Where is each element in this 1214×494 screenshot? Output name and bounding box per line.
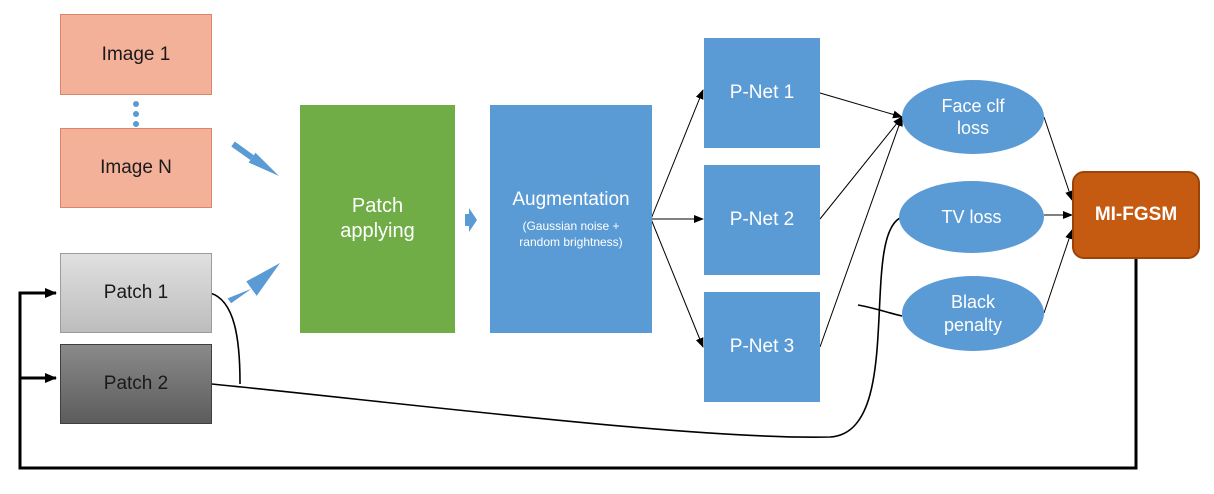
patch-1-label: Patch 1 [103, 282, 169, 304]
tv-loss-ellipse: TV loss [899, 181, 1044, 253]
augmentation-box: Augmentation (Gaussian noise + random br… [490, 105, 652, 333]
black-penalty-ellipse: Black penalty [902, 276, 1044, 351]
augmentation-title: Augmentation [512, 188, 630, 210]
patches-to-tv-loss-curve [211, 217, 901, 438]
face-clf-loss-line1: Face clf [941, 95, 1005, 116]
pnet-2-box: P-Net 2 [704, 165, 820, 275]
pnet-1-box: P-Net 1 [704, 38, 820, 148]
ellipsis-dots [133, 101, 139, 127]
black-to-mifgsm-arrow [1043, 229, 1073, 314]
patch-2-label: Patch 2 [103, 373, 169, 395]
patch-applying-label-line2: applying [340, 220, 415, 242]
pnet2-to-face-clf-arrow [819, 116, 903, 220]
face-clf-to-mifgsm-arrow [1043, 116, 1073, 201]
face-clf-loss-ellipse: Face clf loss [902, 80, 1044, 154]
black-penalty-line2: penalty [943, 314, 1003, 335]
patch1-to-patch-applying-arrow [227, 263, 280, 304]
pnet3-to-face-clf-arrow [819, 116, 903, 348]
feedback-loop-line [18, 259, 1138, 470]
patch1-to-black-penalty-curve [209, 292, 241, 384]
patch-2-box: Patch 2 [60, 344, 212, 424]
patches-to-black-penalty-curve [857, 304, 903, 317]
black-penalty-line1: Black [950, 292, 995, 312]
augmentation-detail-line1: (Gaussian noise + [522, 218, 620, 233]
images-to-patch-arrow [231, 141, 279, 176]
mi-fgsm-box: MI-FGSM [1072, 171, 1200, 259]
patch-1-box: Patch 1 [60, 253, 212, 333]
augmentation-detail: (Gaussian noise + random brightness) [519, 218, 622, 250]
tv-loss-label: TV loss [941, 206, 1002, 227]
pnet1-to-face-clf-arrow [819, 92, 903, 119]
image-n-box: Image N [60, 128, 212, 208]
pnet-3-box: P-Net 3 [704, 292, 820, 402]
image-n-label: Image N [100, 157, 172, 179]
patch-applying-to-augmentation-arrow [465, 208, 477, 232]
face-clf-loss-line2: loss [956, 118, 989, 138]
patch-applying-label-line1: Patch [351, 195, 404, 217]
pnet-3-label: P-Net 3 [729, 336, 795, 358]
image-1-box: Image 1 [60, 14, 212, 95]
image-1-label: Image 1 [101, 43, 171, 65]
pnet-2-label: P-Net 2 [729, 209, 795, 231]
mi-fgsm-label: MI-FGSM [1094, 204, 1178, 226]
aug-to-pnet1-arrow [650, 89, 704, 220]
pnet-1-label: P-Net 1 [729, 82, 795, 104]
augmentation-detail-line2: random brightness) [519, 234, 623, 249]
aug-to-pnet3-arrow [650, 218, 704, 348]
patch-applying-box: Patch applying [300, 105, 455, 333]
